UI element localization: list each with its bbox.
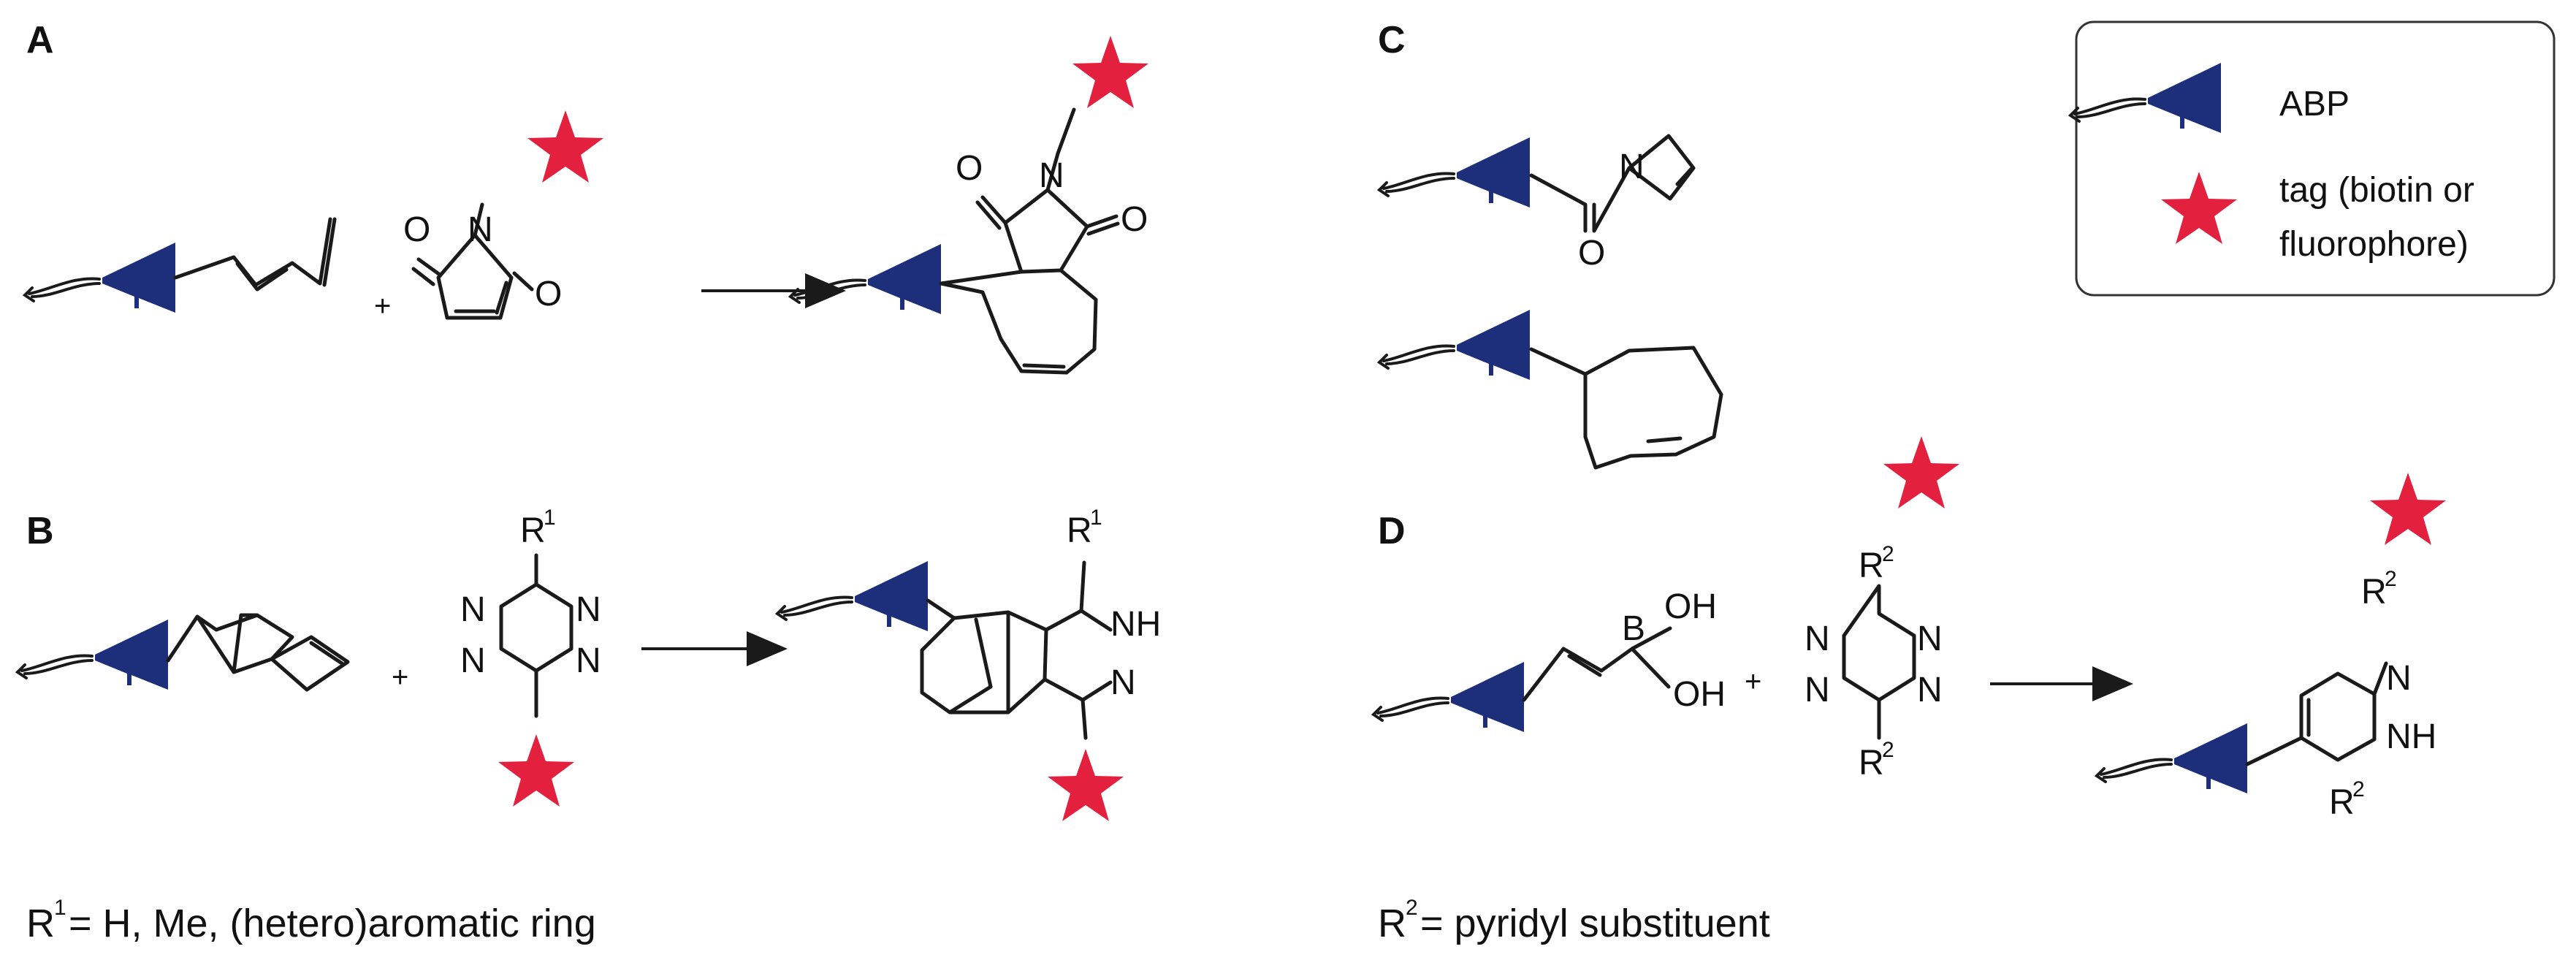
atom-n: N	[1917, 671, 1943, 709]
atom-nh: NH	[1110, 605, 1161, 644]
atom-r-superscript: 2	[1882, 738, 1894, 762]
tag-star-icon	[1883, 436, 1959, 508]
plus-sign: +	[374, 290, 391, 322]
probe-icon	[776, 560, 929, 633]
probe-icon	[1372, 660, 1525, 734]
atom-o: O	[535, 275, 562, 313]
legend-probe-label: ABP	[2279, 85, 2350, 123]
azetine-amide	[1529, 134, 1696, 233]
atom-r: R	[1859, 744, 1884, 782]
atom-n: N	[468, 210, 493, 249]
diene-chain	[173, 217, 337, 292]
atom-b: B	[1622, 609, 1645, 648]
footnote-d: R 2 = pyridyl substituent	[1378, 896, 1770, 945]
probe-icon	[1378, 308, 1531, 381]
atom-r: R	[1859, 546, 1884, 585]
trans-cyclooctene	[1529, 346, 1723, 470]
legend-box: ABP tag (biotin or fluorophore)	[2069, 20, 2556, 297]
tag-star-icon	[498, 734, 574, 807]
dihydropyridazine-ring	[2245, 661, 2388, 766]
legend-tag-label-line1: tag (biotin or	[2279, 171, 2474, 210]
tag-star-icon	[527, 110, 603, 183]
atom-n: N	[576, 590, 601, 629]
maleimide-ring	[436, 202, 514, 320]
probe-icon	[16, 618, 169, 691]
panel-label-c: C	[1378, 19, 1406, 61]
panel-label-d: D	[1378, 510, 1406, 552]
norbornene	[166, 613, 350, 692]
panel-label-a: A	[26, 19, 54, 61]
tag-star-icon	[2370, 473, 2446, 545]
plus-sign: +	[392, 661, 408, 693]
panel-b: + R 1 N N N N R 1 NH N	[16, 506, 1161, 821]
atom-r-superscript: 2	[1882, 542, 1894, 566]
atom-oh: OH	[1673, 675, 1726, 714]
footnote-b-superscript: 1	[54, 896, 66, 920]
atom-r-superscript: 2	[2352, 777, 2365, 801]
footnote-b-text: = H, Me, (hetero)aromatic ring	[69, 902, 596, 945]
atom-n: N	[1110, 663, 1136, 702]
tag-star-icon	[1072, 36, 1148, 108]
atom-n: N	[460, 590, 486, 629]
atom-n: N	[1805, 671, 1830, 709]
atom-r: R	[1067, 511, 1092, 550]
bicyclic-adduct	[920, 560, 1113, 740]
atom-n: N	[1619, 148, 1645, 186]
probe-icon	[1378, 136, 1531, 209]
atom-r-superscript: 1	[544, 506, 556, 530]
atom-nh: NH	[2386, 717, 2436, 756]
footnote-d-symbol: R	[1378, 902, 1406, 945]
maleimide-carbonyls	[411, 257, 534, 292]
panel-a: + O N O O N O	[23, 36, 1148, 375]
atom-n: N	[460, 641, 486, 680]
atom-r: R	[2329, 783, 2355, 822]
legend-tag-label-line2: fluorophore)	[2279, 225, 2469, 264]
atom-n: N	[1917, 620, 1943, 658]
cycloadduct-ring	[939, 188, 1098, 375]
atom-r-superscript: 1	[1090, 506, 1102, 530]
atom-n: N	[1805, 620, 1830, 658]
atom-r-superscript: 2	[2385, 567, 2397, 591]
footnote-d-superscript: 2	[1406, 896, 1418, 920]
atom-r: R	[520, 511, 546, 550]
atom-n: N	[2386, 659, 2412, 698]
atom-n: N	[1039, 156, 1064, 195]
tag-star-icon	[1048, 749, 1124, 821]
footnote-d-text: = pyridyl substituent	[1420, 902, 1770, 945]
tetrazine-ring	[499, 553, 573, 718]
atom-o: O	[1578, 234, 1605, 273]
plus-sign: +	[1745, 666, 1761, 698]
panel-c: N O	[1378, 134, 1723, 470]
atom-n: N	[576, 641, 601, 680]
atom-o: O	[956, 149, 983, 188]
atom-oh: OH	[1664, 587, 1717, 626]
probe-icon	[23, 241, 177, 314]
vinyl-boronic-acid	[1522, 626, 1672, 702]
cycloadduct-carbonyls	[975, 107, 1120, 236]
probe-icon	[2095, 722, 2249, 795]
probe-icon	[789, 243, 942, 316]
atom-o: O	[403, 210, 430, 249]
atom-o: O	[1121, 200, 1148, 239]
tetrazine-ring	[1842, 584, 1916, 740]
footnote-b: R 1 = H, Me, (hetero)aromatic ring	[26, 896, 596, 945]
panel-d: B OH OH + R 2 N N N N R 2 R 2 N NH R 2	[1372, 436, 2446, 822]
footnote-b-symbol: R	[26, 902, 55, 945]
atom-r: R	[2361, 573, 2387, 612]
panel-label-b: B	[26, 510, 54, 552]
